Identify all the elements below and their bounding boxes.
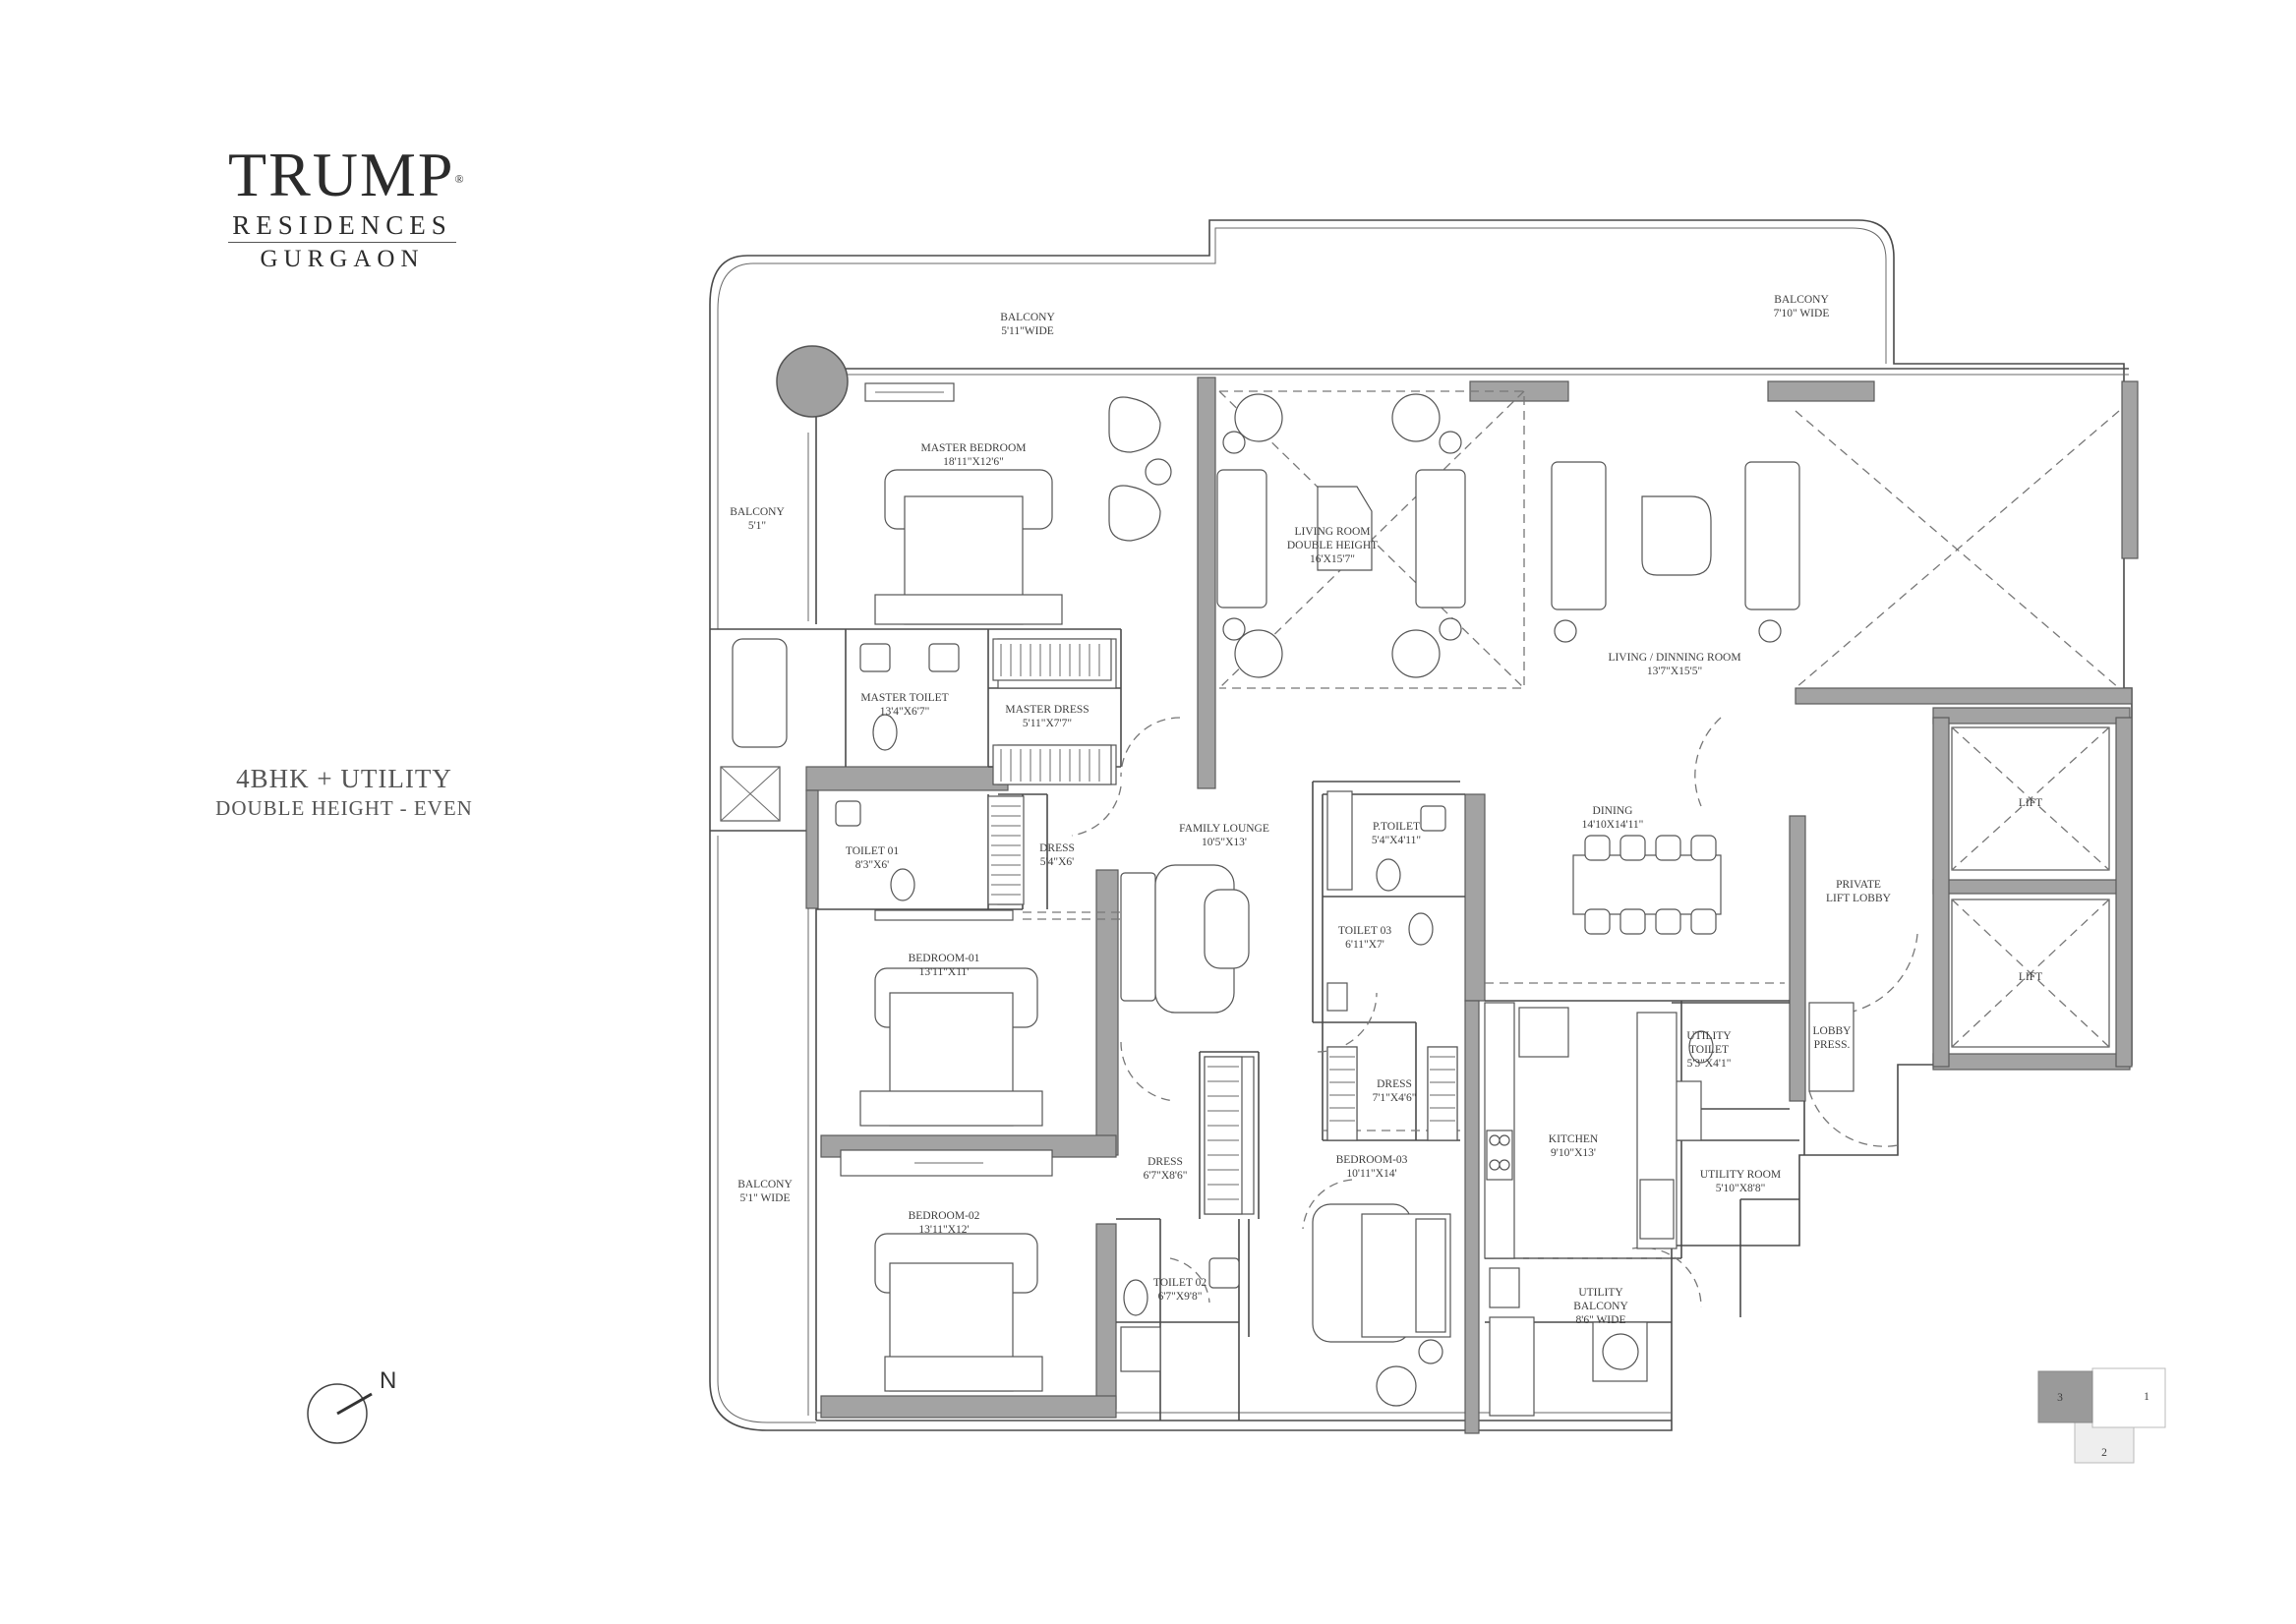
north-arrow: N: [307, 1367, 396, 1444]
brand-divider: [228, 242, 456, 243]
key-plan-label-1: 1: [2144, 1391, 2149, 1403]
brand-line-3: GURGAON: [260, 246, 425, 272]
walls: [805, 377, 2139, 1434]
unit-type-heading: 4BHK + UTILITY DOUBLE HEIGHT - EVEN: [147, 763, 541, 822]
label-lift-2: LIFT: [2019, 971, 2042, 983]
unit-boundary: [710, 368, 2129, 1421]
compass-icon: [307, 1383, 368, 1444]
dining-furniture: [1572, 835, 1722, 935]
unit-type-subtitle: DOUBLE HEIGHT - EVEN: [215, 796, 473, 820]
family-lounge-furniture: [1120, 864, 1250, 1014]
key-plan: 3 1 2: [2037, 1367, 2166, 1464]
key-plan-label-3: 3: [2057, 1392, 2063, 1404]
kitchen-furniture: [1484, 1002, 1678, 1417]
outer-outline: [709, 219, 2133, 1431]
windows: [720, 382, 1053, 1177]
living-furniture: [1108, 393, 1800, 678]
bedroom-furniture: [859, 469, 1451, 1407]
key-plan-unit-1: [2091, 1367, 2166, 1428]
brand-line-2: RESIDENCES: [232, 210, 452, 240]
label-lift-1: LIFT: [2019, 797, 2042, 809]
lifts: [1951, 726, 2110, 1048]
round-column: [776, 345, 849, 418]
north-label: N: [380, 1367, 396, 1394]
wardrobes: [987, 638, 1458, 1215]
key-plan-label-2: 2: [2101, 1447, 2107, 1459]
key-plan-unit-3: [2037, 1370, 2093, 1423]
brand-line-1: TRUMP®: [228, 140, 466, 209]
door-swings: [1071, 717, 1918, 1308]
brand-logo: TRUMP® RESIDENCES GURGAON: [228, 140, 466, 274]
unit-type-title: 4BHK + UTILITY: [236, 764, 452, 793]
